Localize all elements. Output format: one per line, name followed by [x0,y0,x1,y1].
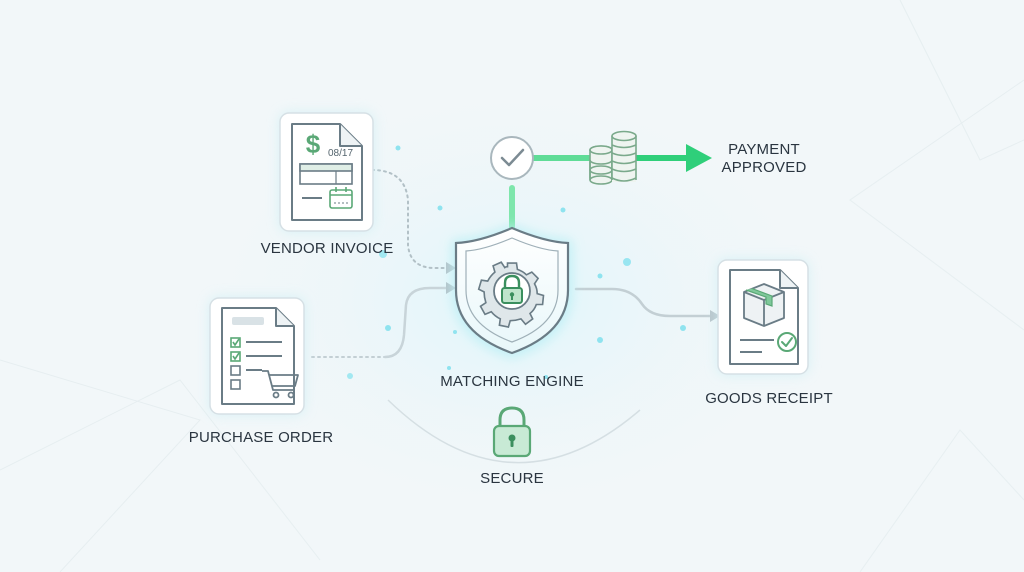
calendar-icon [329,187,353,209]
cart-icon [262,370,299,399]
payment-label-line1: PAYMENT [728,141,800,158]
purchase-order-label: PURCHASE ORDER [188,429,334,446]
package-check-icon [717,259,809,375]
padlock-icon [492,406,532,458]
checklist-cart-icon [209,297,305,415]
goods-receipt-label: GOODS RECEIPT [705,390,833,407]
invoice-currency: $ [306,129,321,159]
shield-gear-lock-icon [452,225,572,358]
payment-label-line2: APPROVED [721,159,807,176]
secure-label: SECURE [480,470,544,487]
check-circle-icon [490,136,534,180]
vendor-invoice-label: VENDOR INVOICE [260,240,394,257]
coin-stack-icon [589,130,637,185]
invoice-date: 08/17 [328,148,353,159]
payment-approved-label: PAYMENT APPROVED [718,141,810,177]
arrow-right-icon [686,144,712,172]
invoice-document-icon: $ 08/17 [279,112,374,232]
matching-engine-label: MATCHING ENGINE [440,373,584,390]
